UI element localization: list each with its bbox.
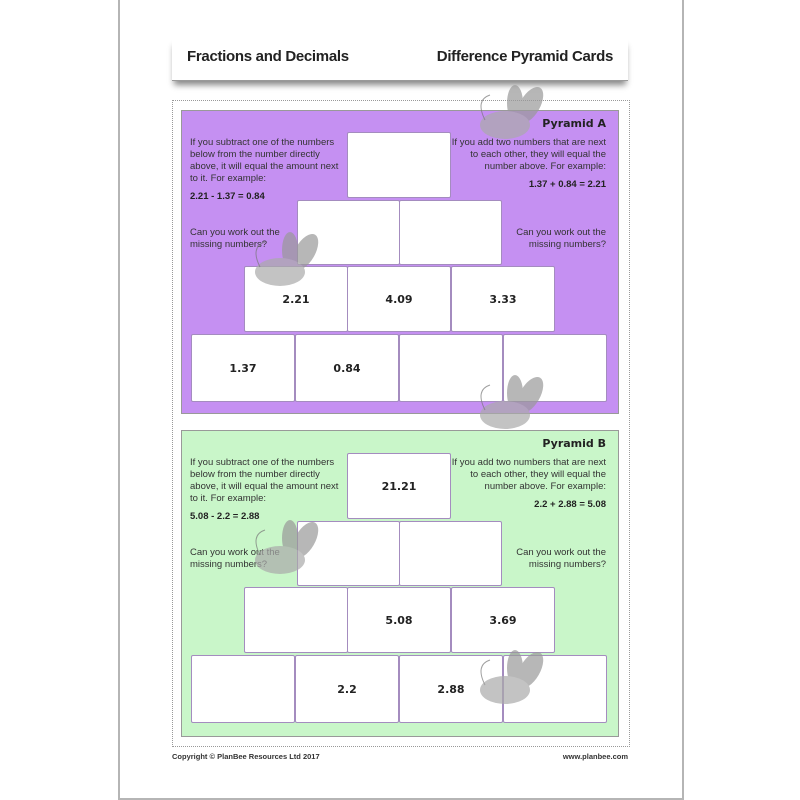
pyramid-cell: 2.88	[399, 655, 503, 723]
pyramid-cell	[399, 200, 502, 265]
pyramid-title: Pyramid A	[542, 117, 606, 130]
pyramid-cell: 1.37	[191, 334, 295, 402]
right-question: Can you work out the missing numbers?	[516, 227, 606, 250]
right-instructions: If you add two numbers that are next to …	[446, 137, 606, 191]
pyramid-cell	[244, 587, 348, 653]
left-example: 2.21 - 1.37 = 0.84	[190, 191, 265, 202]
pyramid-cell	[399, 521, 502, 586]
pyramid-cell: 0.84	[295, 334, 399, 402]
pyramid-cell: 3.33	[451, 266, 555, 332]
pyramid-cell	[503, 334, 607, 402]
header-left-title: Fractions and Decimals	[187, 48, 349, 65]
header-banner: Fractions and Decimals Difference Pyrami…	[172, 38, 628, 81]
right-question: Can you work out the missing numbers?	[516, 547, 606, 570]
right-text: If you add two numbers that are next to …	[451, 137, 606, 172]
left-example: 5.08 - 2.2 = 2.88	[190, 511, 260, 522]
pyramid-title: Pyramid B	[542, 437, 606, 450]
pyramid-cell	[503, 655, 607, 723]
right-text: If you add two numbers that are next to …	[451, 457, 606, 492]
pyramid-cell	[347, 132, 451, 198]
pyramid-cell: 4.09	[347, 266, 451, 332]
website: www.planbee.com	[562, 752, 628, 761]
cut-out-frame	[172, 100, 630, 747]
left-text: If you subtract one of the numbers below…	[190, 457, 339, 504]
right-example: 1.37 + 0.84 = 2.21	[528, 179, 606, 190]
pyramid-cell	[297, 200, 400, 265]
header-right-title: Difference Pyramid Cards	[436, 48, 614, 65]
left-instructions: If you subtract one of the numbers below…	[190, 457, 345, 523]
left-text: If you subtract one of the numbers below…	[190, 137, 339, 184]
pyramid-cell	[399, 334, 503, 402]
left-question: Can you work out the missing numbers?	[190, 547, 280, 570]
left-instructions: If you subtract one of the numbers below…	[190, 137, 345, 203]
pyramid-cell: 5.08	[347, 587, 451, 653]
pyramid-cell	[297, 521, 400, 586]
pyramid-cell: 21.21	[347, 453, 451, 519]
right-instructions: If you add two numbers that are next to …	[446, 457, 606, 511]
pyramid-cell: 2.2	[295, 655, 399, 723]
pyramid-cell	[191, 655, 295, 723]
pyramid-cell: 2.21	[244, 266, 348, 332]
pyramid-cell: 3.69	[451, 587, 555, 653]
left-question: Can you work out the missing numbers?	[190, 227, 280, 250]
copyright: Copyright © PlanBee Resources Ltd 2017	[172, 752, 320, 761]
right-example: 2.2 + 2.88 = 5.08	[534, 499, 606, 510]
